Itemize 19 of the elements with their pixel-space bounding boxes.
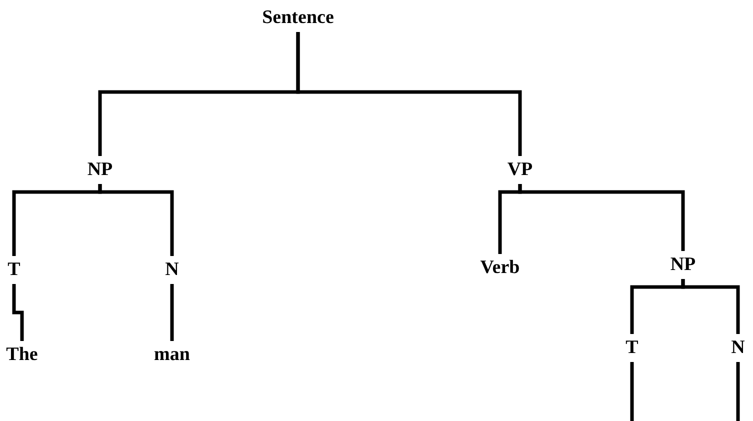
- branch-line: [170, 284, 174, 341]
- tree-label: NP: [87, 159, 113, 181]
- branch-line: [296, 32, 522, 156]
- tree-label: NP: [670, 254, 696, 276]
- branch-line: [736, 362, 740, 421]
- tree-label: N: [731, 337, 745, 359]
- tree-label: Verb: [480, 257, 520, 279]
- branch-line: [98, 184, 174, 256]
- tree-label: VP: [507, 159, 533, 181]
- branch-line: [630, 362, 634, 421]
- branch-line: [12, 284, 24, 341]
- tree-label: T: [8, 259, 20, 281]
- tree-label: Sentence: [262, 7, 334, 29]
- branch-line: [681, 279, 740, 334]
- tree-label: man: [154, 344, 190, 366]
- tree-label: N: [165, 259, 179, 281]
- tree-label: The: [6, 344, 38, 366]
- branch-line: [518, 184, 685, 251]
- tree-label: T: [626, 337, 638, 359]
